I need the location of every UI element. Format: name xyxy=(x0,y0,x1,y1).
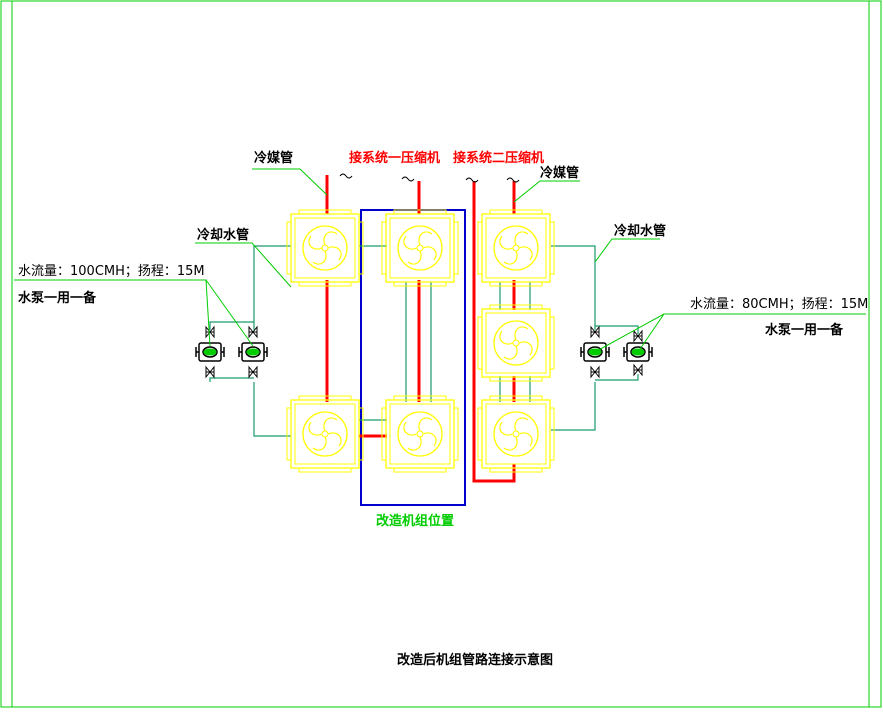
label-connect-compressor-2: 接系统二压缩机 xyxy=(453,150,544,166)
break-mark-2 xyxy=(401,176,415,182)
label-refrigerant-pipe-right: 冷媒管 xyxy=(540,165,579,181)
right-pump-header-top xyxy=(595,325,639,334)
leader-refrigerant-left xyxy=(252,168,328,196)
fan-unit-icon xyxy=(381,395,459,473)
cooling-water-pipes xyxy=(209,245,639,437)
fan-unit-icon xyxy=(381,209,459,287)
label-refrigerant-pipe-left: 冷媒管 xyxy=(254,150,293,166)
left-water-supply-line xyxy=(253,245,291,330)
label-flow-left: 水流量：100CMH；扬程：15M xyxy=(18,264,205,279)
valve-icon xyxy=(248,326,258,338)
refrigerant-pipes xyxy=(325,175,516,483)
right-water-return-line xyxy=(551,382,596,431)
right-pump-header-bottom xyxy=(595,374,639,381)
pipe-break-marks xyxy=(339,173,520,183)
leader-refrigerant-right xyxy=(513,180,580,203)
leader-flow-right-b xyxy=(637,313,665,353)
label-modified-unit-position: 改造机组位置 xyxy=(376,513,454,529)
pump-highlight xyxy=(203,348,217,356)
valve-icon xyxy=(633,364,643,376)
label-cooling-pipe-left: 冷却水管 xyxy=(197,227,249,243)
leader-cooling-right xyxy=(594,238,660,263)
label-pump-note-right: 水泵一用一备 xyxy=(765,322,844,338)
break-mark-3 xyxy=(465,177,479,183)
diagram-title: 改造后机组管路连接示意图 xyxy=(397,652,553,668)
left-pump-header-bottom xyxy=(209,377,254,382)
left-water-return-line xyxy=(253,382,291,437)
label-pump-note-left: 水泵一用一备 xyxy=(18,290,97,306)
pump-highlights xyxy=(203,348,645,356)
leader-flow-left-b xyxy=(205,279,254,347)
label-connect-compressor-1: 接系统一压缩机 xyxy=(349,150,440,166)
fan-unit-icon xyxy=(477,395,555,473)
left-pump-header-top xyxy=(209,321,254,330)
fan-unit-icon xyxy=(477,209,555,287)
valve-icon xyxy=(205,366,215,378)
leader-cooling-left xyxy=(195,242,292,288)
fan-unit-icon xyxy=(286,395,364,473)
right-water-supply-line xyxy=(551,245,596,330)
valve-icon xyxy=(248,366,258,378)
break-mark-4 xyxy=(506,177,520,183)
modified-unit-box xyxy=(360,209,466,506)
label-flow-right: 水流量：80CMH；扬程：15M xyxy=(690,297,868,312)
label-cooling-pipe-right: 冷却水管 xyxy=(614,223,666,239)
fan-unit-icon xyxy=(286,209,364,287)
fan-unit-icon xyxy=(477,304,555,382)
leader-lines xyxy=(14,168,866,353)
break-mark-1 xyxy=(339,173,353,179)
pump-highlight xyxy=(246,348,260,356)
leader-flow-left-a xyxy=(14,279,211,347)
valve-icon xyxy=(590,366,600,378)
